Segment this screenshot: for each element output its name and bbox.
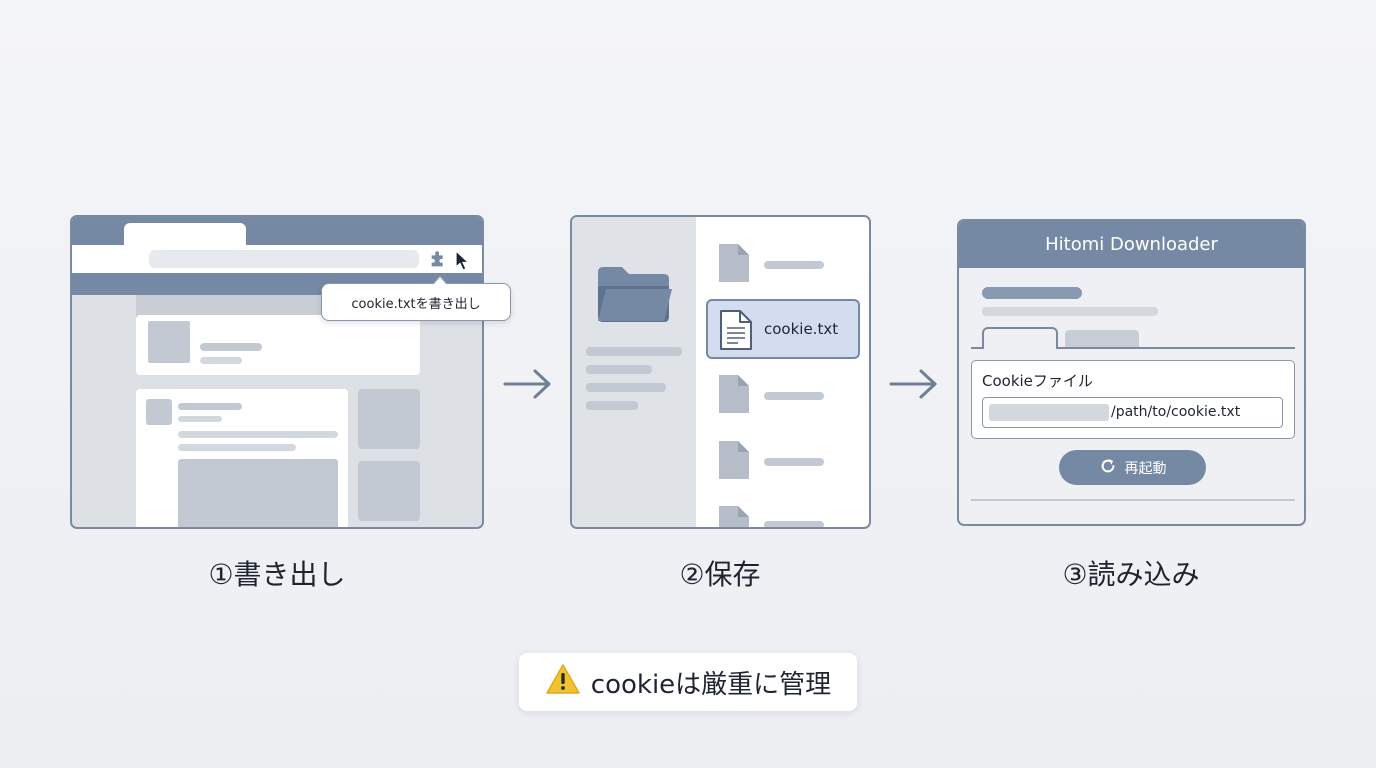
selected-file-name: cookie.txt [764, 320, 839, 338]
footer-divider [971, 499, 1295, 501]
text-file-icon [718, 308, 754, 356]
post-line [178, 444, 296, 451]
file-name-placeholder [764, 458, 824, 466]
arrow-right-icon [502, 366, 554, 402]
tab-active[interactable] [982, 327, 1058, 349]
sidebar-line [586, 401, 638, 410]
export-tooltip: cookie.txtを書き出し [321, 275, 511, 321]
profile-card [136, 315, 420, 375]
arrow-right-icon [888, 366, 940, 402]
browser-tab[interactable] [124, 223, 246, 247]
selected-file-row[interactable]: cookie.txt [706, 299, 860, 359]
sidebar-line [586, 383, 666, 392]
file-explorer-window: cookie.txt [570, 215, 871, 529]
cookie-file-path-value: /path/to/cookie.txt [1111, 404, 1241, 420]
cookie-file-group: Cookieファイル /path/to/cookie.txt [971, 360, 1295, 439]
app-title-bar: Hitomi Downloader [959, 221, 1304, 268]
puzzle-extension-icon[interactable] [428, 248, 450, 274]
profile-sub-placeholder [200, 357, 242, 364]
file-name-placeholder [764, 392, 824, 400]
warning-text: cookieは厳重に管理 [590, 669, 832, 700]
folder-icon [594, 262, 674, 330]
file-icon[interactable] [716, 241, 752, 289]
redacted-path-prefix [989, 404, 1109, 421]
step-label-save: ②保存 [679, 558, 761, 591]
step-label-export: ①書き出し [208, 558, 346, 591]
export-tooltip-text: cookie.txtを書き出し [351, 296, 481, 312]
sidebar-line [586, 347, 682, 356]
web-page [136, 295, 420, 527]
mouse-cursor-icon [454, 249, 472, 276]
cookie-file-label: Cookieファイル [982, 372, 1093, 390]
avatar [146, 319, 192, 365]
restart-button[interactable]: 再起動 [1059, 450, 1206, 485]
sidebar-thumb [358, 461, 420, 521]
file-name-placeholder [764, 521, 824, 527]
cookie-file-path-input[interactable]: /path/to/cookie.txt [982, 397, 1283, 428]
browser-window [70, 215, 484, 529]
app-title: Hitomi Downloader [1045, 234, 1218, 255]
sidebar-thumb [358, 389, 420, 449]
tab-strip-line [971, 347, 1295, 349]
profile-name-placeholder [200, 343, 262, 351]
post-line [178, 416, 222, 422]
step-label-load: ③読み込み [1062, 558, 1200, 591]
explorer-sidebar [572, 217, 696, 527]
tab-inactive[interactable] [1065, 330, 1139, 347]
file-icon[interactable] [716, 503, 752, 527]
post-card [136, 389, 348, 527]
refresh-icon [1099, 457, 1117, 479]
warning-icon [545, 663, 581, 702]
address-bar[interactable] [149, 250, 419, 268]
file-name-placeholder [764, 261, 824, 269]
post-line [178, 431, 338, 438]
settings-heading-placeholder [982, 287, 1082, 299]
sidebar-line [586, 365, 652, 374]
post-line [178, 403, 242, 410]
app-window: Hitomi Downloader Cookieファイル /path/to/co… [957, 219, 1306, 526]
warning-banner: cookieは厳重に管理 [519, 653, 857, 711]
browser-toolbar [72, 245, 482, 273]
settings-desc-placeholder [982, 307, 1158, 316]
restart-button-label: 再起動 [1124, 460, 1167, 477]
file-icon[interactable] [716, 438, 752, 486]
post-image-placeholder [178, 459, 338, 527]
post-avatar-placeholder [146, 399, 172, 425]
file-icon[interactable] [716, 372, 752, 420]
